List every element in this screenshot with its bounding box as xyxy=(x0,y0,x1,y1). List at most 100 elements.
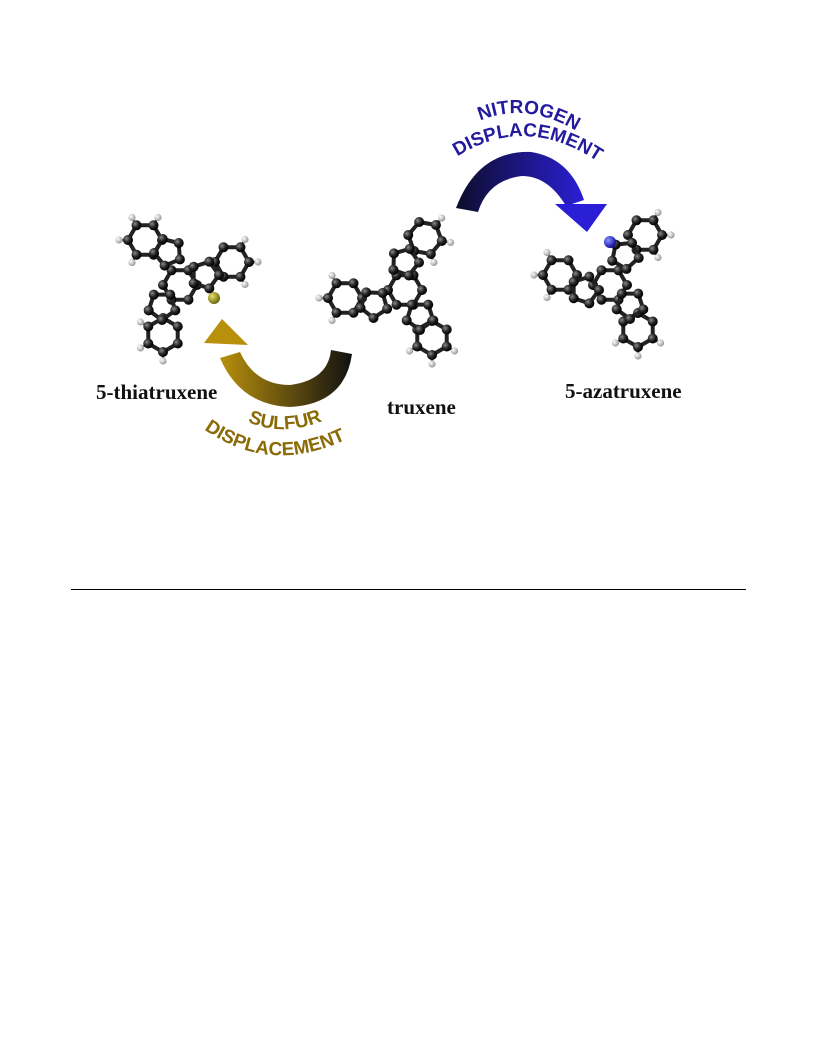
carbon-atom xyxy=(406,299,417,310)
carbon-atom xyxy=(235,271,246,282)
hydrogen-atom xyxy=(430,258,438,267)
hydrogen-atom xyxy=(241,235,249,244)
carbon-atom xyxy=(546,284,557,295)
carbon-atom xyxy=(244,257,254,267)
hydrogen-atom xyxy=(128,258,136,267)
carbon-atom xyxy=(631,215,642,226)
carbon-atom xyxy=(361,287,372,298)
hydrogen-atom xyxy=(450,347,459,355)
nitrogen-atom xyxy=(604,236,616,248)
carbon-atom xyxy=(131,249,142,260)
carbon-atom xyxy=(172,338,183,349)
carbon-atom xyxy=(627,237,637,248)
carbon-atom xyxy=(633,342,643,352)
hydrogen-atom xyxy=(543,293,551,302)
carbon-atom xyxy=(584,298,595,309)
hydrogen-atom xyxy=(159,357,167,365)
carbon-atom xyxy=(622,280,632,290)
carbon-atom xyxy=(173,238,184,249)
hydrogen-atom xyxy=(154,213,162,222)
carbon-atom xyxy=(657,230,667,240)
hydrogen-atom xyxy=(315,294,323,302)
carbon-atom xyxy=(123,235,133,245)
carbon-atom xyxy=(413,257,424,268)
carbon-atom xyxy=(428,315,439,326)
carbon-atom xyxy=(633,252,644,263)
carbon-atom xyxy=(149,247,160,258)
hydrogen-atom xyxy=(405,347,414,355)
carbon-atom xyxy=(621,263,632,274)
carbon-atom xyxy=(157,315,167,325)
carbon-atom xyxy=(323,293,333,303)
carbon-atom xyxy=(388,264,399,275)
carbon-atom xyxy=(131,220,142,231)
hydrogen-atom xyxy=(136,318,145,326)
carbon-atom xyxy=(616,288,627,299)
molecule-trux xyxy=(315,214,459,368)
sulfur-label-line1: SULFUR xyxy=(246,406,325,435)
label-truxene: truxene xyxy=(387,395,456,419)
carbon-atom xyxy=(401,315,412,326)
sulfur-displacement-arrow: SULFUR DISPLACEMENT xyxy=(201,319,352,461)
carbon-atom xyxy=(348,278,359,289)
molecule-thia xyxy=(115,213,262,365)
carbon-atom xyxy=(538,270,548,280)
carbon-atom xyxy=(568,276,579,287)
carbon-atom xyxy=(391,299,402,310)
carbon-atom xyxy=(188,261,199,272)
carbon-atom xyxy=(430,219,441,230)
separator-rule xyxy=(71,589,746,590)
hydrogen-atom xyxy=(115,236,123,244)
hydrogen-atom xyxy=(136,344,145,352)
carbon-atom xyxy=(331,307,342,318)
carbon-atom xyxy=(596,265,607,276)
molecule-aza xyxy=(530,208,675,360)
carbon-atom xyxy=(158,280,168,290)
hydrogen-atom xyxy=(328,316,336,325)
carbon-atom xyxy=(404,243,415,254)
hydrogen-atom xyxy=(254,258,262,266)
hydrogen-atom xyxy=(656,339,665,347)
carbon-atom xyxy=(611,304,622,315)
carbon-atom xyxy=(414,217,425,228)
carbon-atom xyxy=(218,242,229,253)
carbon-atom xyxy=(423,299,434,310)
carbon-atom xyxy=(170,305,181,316)
carbon-atom xyxy=(403,230,414,241)
carbon-atom xyxy=(563,255,574,266)
carbon-atom xyxy=(214,270,224,280)
carbon-atom xyxy=(165,289,176,300)
carbon-atom xyxy=(648,244,659,255)
carbon-atom xyxy=(415,325,425,335)
carbon-atom xyxy=(204,283,215,294)
sulfur-atom xyxy=(208,292,220,304)
carbon-atom xyxy=(412,341,423,352)
sulfur-arrow-body xyxy=(220,350,352,407)
carbon-atom xyxy=(648,215,659,226)
carbon-atom xyxy=(638,304,649,315)
carbon-atom xyxy=(623,230,633,240)
carbon-atom xyxy=(348,307,359,318)
carbon-atom xyxy=(425,248,436,259)
carbon-atom xyxy=(204,256,215,267)
carbon-atom xyxy=(441,341,452,352)
nitrogen-displacement-arrow: NITROGEN DISPLACEMENT xyxy=(449,97,607,232)
hydrogen-atom xyxy=(611,339,620,347)
carbon-atom xyxy=(183,294,194,305)
hydrogen-atom xyxy=(543,248,551,257)
carbon-atom xyxy=(388,248,399,259)
carbon-atom xyxy=(568,293,579,304)
carbon-atom xyxy=(159,260,170,271)
carbon-atom xyxy=(143,338,154,349)
carbon-atom xyxy=(148,220,159,231)
sulfur-arrow-head xyxy=(204,319,248,345)
carbon-atom xyxy=(607,255,618,266)
carbon-atom xyxy=(174,254,185,265)
carbon-atom xyxy=(235,242,246,253)
hydrogen-atom xyxy=(438,214,446,222)
hydrogen-atom xyxy=(667,231,675,239)
carbon-atom xyxy=(403,270,414,281)
carbon-atom xyxy=(427,350,437,360)
hydrogen-atom xyxy=(530,271,538,279)
carbon-atom xyxy=(417,285,427,295)
